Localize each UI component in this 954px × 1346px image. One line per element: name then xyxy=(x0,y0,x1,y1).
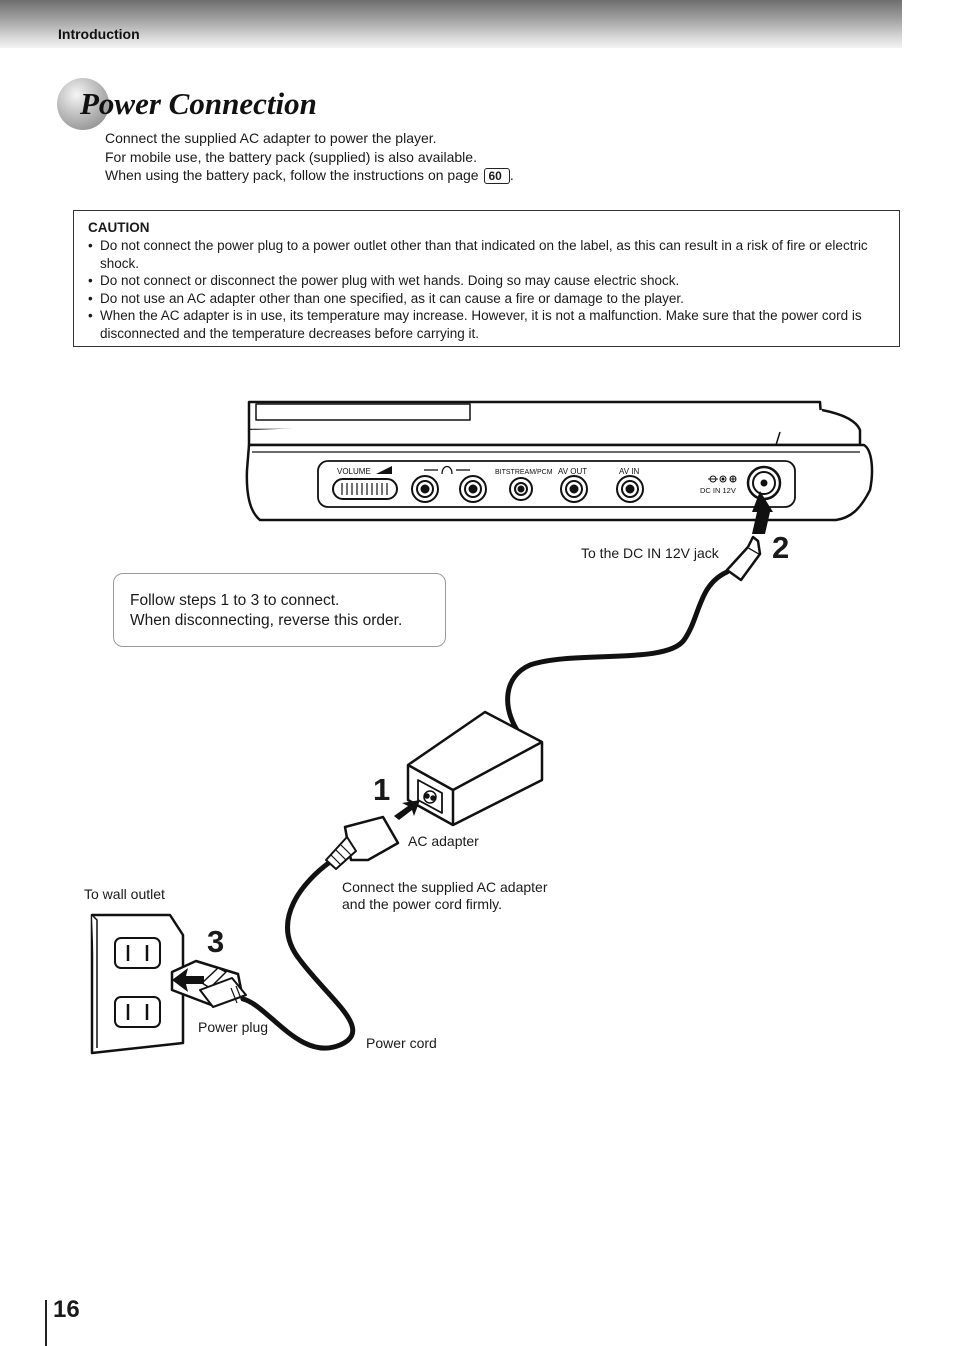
dvd-player-illustration xyxy=(245,400,874,522)
bitstream-jack xyxy=(509,477,533,501)
av-out-label: AV OUT xyxy=(558,467,587,476)
player-connector-panel xyxy=(332,465,782,503)
ac-adapter-label: AC adapter xyxy=(408,833,479,849)
ac-adapter-illustration xyxy=(406,710,544,827)
iec-connector xyxy=(325,815,400,870)
caution-item: Do not connect or disconnect the power p… xyxy=(88,272,885,290)
power-cord xyxy=(240,859,356,1051)
headphone-icon xyxy=(424,465,470,475)
connect-firmly-line-2: and the power cord firmly. xyxy=(342,896,503,912)
step-1-number: 1 xyxy=(373,772,391,807)
intro-text: Connect the supplied AC adapter to power… xyxy=(105,129,514,185)
dc-arrow-icon xyxy=(752,491,773,534)
dc-in-label: DC IN 12V xyxy=(700,486,736,495)
volume-label: VOLUME xyxy=(337,467,371,476)
caution-heading: CAUTION xyxy=(88,220,150,235)
connect-firmly-line-1: Connect the supplied AC adapter xyxy=(342,879,548,895)
page-number: 16 xyxy=(53,1296,80,1323)
intro-line-3-text: When using the battery pack, follow the … xyxy=(105,167,479,183)
av-in-label: AV IN xyxy=(619,467,640,476)
ac-arrow-icon xyxy=(394,800,420,820)
headphone-jack-2 xyxy=(459,475,487,503)
power-plug-label: Power plug xyxy=(198,1019,269,1035)
step-2-number: 2 xyxy=(772,530,790,565)
page-reference-badge: 60 xyxy=(484,168,510,184)
page-title: Power Connection xyxy=(80,86,317,121)
dc-cord xyxy=(505,569,730,738)
intro-line-1: Connect the supplied AC adapter to power… xyxy=(105,130,437,146)
dc-jack-label: To the DC IN 12V jack xyxy=(581,545,719,561)
caution-box: CAUTION Do not connect the power plug to… xyxy=(73,210,900,347)
caution-item: When the AC adapter is in use, its tempe… xyxy=(88,307,885,342)
av-out-jack xyxy=(560,475,588,503)
header-band xyxy=(0,0,902,48)
headphone-jack-1 xyxy=(411,475,439,503)
section-label: Introduction xyxy=(58,26,140,42)
wall-outlet-illustration xyxy=(90,913,185,1055)
instruction-note: Follow steps 1 to 3 to connect. When dis… xyxy=(113,573,446,647)
intro-line-3-suffix: . xyxy=(509,167,514,183)
caution-item: Do not connect the power plug to a power… xyxy=(88,237,885,272)
step-3-number: 3 xyxy=(207,924,225,959)
note-line-2: When disconnecting, reverse this order. xyxy=(130,612,403,629)
caution-list: Do not connect the power plug to a power… xyxy=(88,237,885,342)
bitstream-label: BITSTREAM/PCM xyxy=(495,469,553,476)
intro-line-3: When using the battery pack, follow the … xyxy=(105,166,514,185)
power-cord-label: Power cord xyxy=(366,1035,437,1051)
intro-line-2: For mobile use, the battery pack (suppli… xyxy=(105,148,477,165)
av-in-jack xyxy=(616,475,644,503)
note-line-1: Follow steps 1 to 3 to connect. xyxy=(130,592,340,609)
dc-in-jack xyxy=(746,465,782,501)
page-number-rule xyxy=(45,1300,47,1346)
plug-arrow-icon xyxy=(172,968,204,992)
dc-plug xyxy=(725,535,762,582)
caution-item: Do not use an AC adapter other than one … xyxy=(88,290,885,308)
dc-polarity-icon xyxy=(708,475,737,483)
wall-outlet-label: To wall outlet xyxy=(84,886,165,902)
title-ornament xyxy=(57,78,109,130)
power-plug-illustration xyxy=(170,959,247,1008)
